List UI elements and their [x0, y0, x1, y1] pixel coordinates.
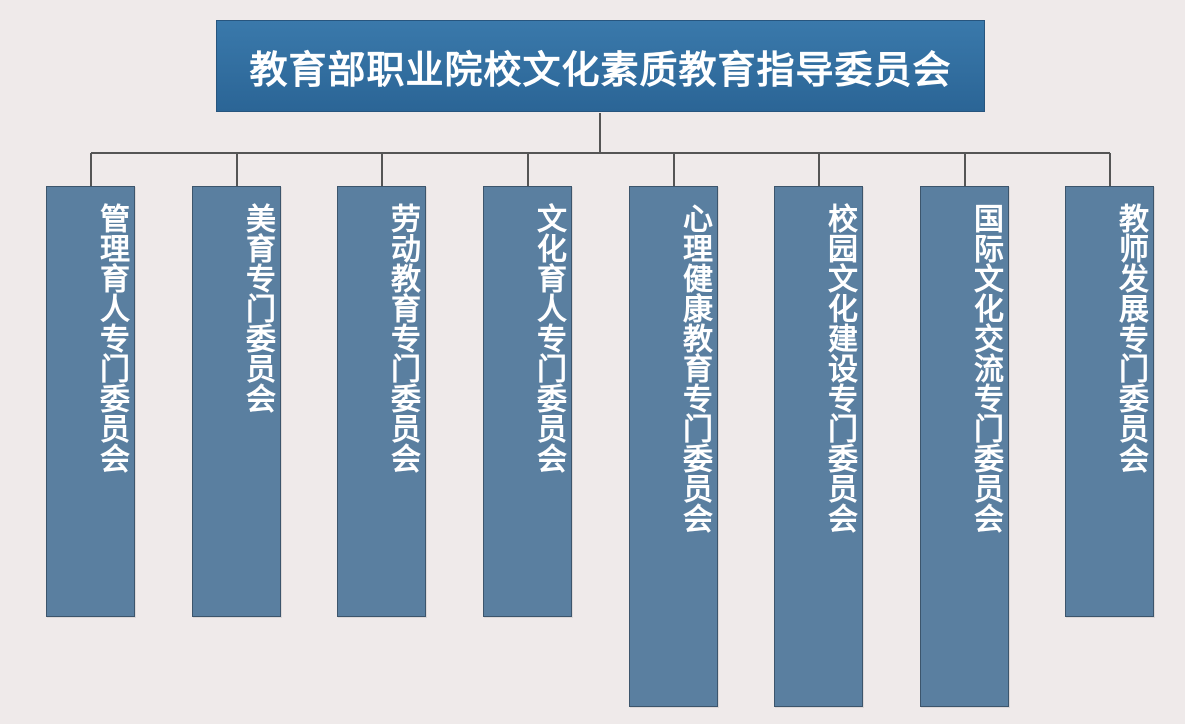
committee-box-mental-health: 心理健康教育专门委员会 [629, 186, 718, 707]
committee-box-labor: 劳动教育专门委员会 [337, 186, 426, 617]
committee-box-aesthetic: 美育专门委员会 [192, 186, 281, 617]
committee-box-culture: 文化育人专门委员会 [483, 186, 572, 617]
committee-label: 文化育人专门委员会 [531, 203, 566, 473]
committee-label: 国际文化交流专门委员会 [968, 203, 1003, 533]
committee-label: 美育专门委员会 [240, 203, 275, 413]
committee-box-international: 国际文化交流专门委员会 [920, 186, 1009, 707]
committee-label: 教师发展专门委员会 [1113, 203, 1148, 473]
committee-label: 劳动教育专门委员会 [385, 203, 420, 473]
root-committee-title: 教育部职业院校文化素质教育指导委员会 [249, 47, 952, 92]
committee-box-management: 管理育人专门委员会 [46, 186, 135, 617]
committee-box-campus-culture: 校园文化建设专门委员会 [774, 186, 863, 707]
root-committee-box: 教育部职业院校文化素质教育指导委员会 [216, 20, 985, 112]
committee-box-teacher-development: 教师发展专门委员会 [1065, 186, 1154, 617]
committee-label: 心理健康教育专门委员会 [677, 203, 712, 533]
committee-label: 校园文化建设专门委员会 [822, 203, 857, 533]
committee-label: 管理育人专门委员会 [94, 203, 129, 473]
